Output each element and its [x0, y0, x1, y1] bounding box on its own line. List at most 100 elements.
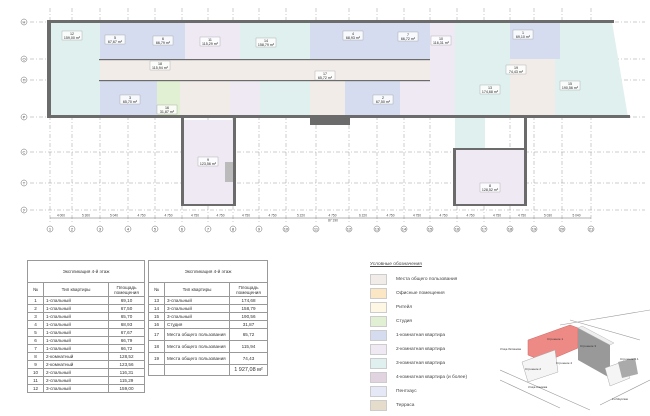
dimension-label: 5 030: [544, 214, 552, 218]
row-number: 1: [27, 296, 44, 305]
room-number: 1: [522, 31, 524, 35]
column-header: Площадь помещения: [108, 282, 145, 297]
row-number: 5: [27, 328, 44, 337]
column-axis-label: 10: [284, 226, 289, 231]
column-axis-label: 6: [181, 226, 184, 231]
column-axis-marker: [480, 225, 488, 233]
row-axis-marker: [20, 148, 28, 156]
room-tag: 468,93 m²: [342, 30, 364, 41]
apartment-type: 2-спальный: [43, 376, 109, 385]
apartment-type: 1-спальный: [43, 344, 109, 353]
legend-label: 2-комнатная квартира: [396, 346, 446, 352]
row-axis-marker: [20, 179, 28, 187]
legend-label: 3-комнатная квартира: [396, 360, 446, 366]
dimension-label: 6 220: [359, 214, 367, 218]
row-number: 7: [27, 344, 44, 353]
room-area: 31,87 m²: [160, 110, 175, 114]
column-axis-label: 11: [314, 226, 319, 231]
row-number: 11: [27, 376, 44, 385]
column-axis-label: 13: [375, 226, 380, 231]
room-tag: 169,10 m²: [512, 29, 534, 40]
room-number: 13: [488, 86, 492, 90]
legend-swatch: [370, 399, 387, 411]
apartment-type: 1-спальный: [43, 296, 109, 305]
room-area: 74,43 m²: [509, 70, 524, 74]
column-axis-label: 15: [428, 226, 433, 231]
site-label: Строение 2: [525, 367, 541, 371]
room-area: 66,79: [108, 336, 145, 345]
dimension-label: 5 040: [573, 214, 581, 218]
column-header: Площадь помещения: [229, 282, 268, 297]
room-number: 16: [165, 106, 169, 110]
table-title: Экспликация 4-й этаж: [27, 260, 145, 283]
column-axis-marker: [229, 225, 237, 233]
column-axis-marker: [453, 225, 461, 233]
dimension-label: 4 750: [467, 214, 475, 218]
column-axis-marker: [282, 225, 290, 233]
row-number: 13: [148, 296, 165, 305]
dimension-label: 4 750: [413, 214, 421, 218]
column-axis-label: 18: [508, 226, 513, 231]
legend-title: Условные обозначения: [370, 262, 422, 267]
apartment-type: Места общего пользования: [164, 328, 230, 341]
room-area: 115,29: [108, 376, 145, 385]
row-axis-marker: [20, 18, 28, 26]
apartment-type: 3-спальный: [164, 304, 230, 313]
walls: [47, 20, 630, 206]
apartment-type: Места общего пользования: [164, 340, 230, 353]
room-area: 115,94: [229, 340, 268, 353]
dimension-label: 4 750: [165, 214, 173, 218]
room-number: 14: [264, 39, 268, 43]
legend-swatch: [370, 357, 387, 369]
row-number: 12: [27, 384, 44, 393]
room-number: 17: [323, 72, 327, 76]
row-axis-label: У: [23, 207, 26, 212]
legend-item: Ритейл: [370, 300, 500, 314]
apartment-type: Места общего пользования: [164, 352, 230, 365]
dimension-label: 5 040: [110, 214, 118, 218]
legend-swatch: [370, 343, 387, 355]
street-label: Улица Алымова: [528, 385, 548, 389]
column-axis-label: 5: [154, 226, 157, 231]
row-axis-label: П: [23, 77, 26, 82]
street-label: Улица Литвинова: [500, 347, 521, 351]
room-number: 10: [439, 37, 443, 41]
room-area: 65,72 m²: [318, 76, 333, 80]
room-number: 6: [162, 37, 164, 41]
row-axis-marker: [20, 206, 28, 214]
room-area: 68,93 m²: [346, 36, 361, 40]
room-area: 65,72: [229, 328, 268, 341]
legend-swatch: [370, 371, 387, 383]
column-header: Тип квартиры: [164, 282, 230, 297]
room-area: 158,79 m²: [258, 43, 275, 47]
column-axis-marker: [426, 225, 434, 233]
apartment-type: Студия: [164, 320, 230, 329]
row-axis-label: Т: [23, 180, 26, 185]
room-area: 68,93: [108, 320, 145, 329]
room-tag: 567,67 m²: [104, 34, 126, 45]
legend-swatch: [370, 273, 387, 285]
apartment-type: 3-спальный: [43, 384, 109, 393]
row-axis-label: С: [23, 149, 26, 154]
row-axis-marker: [20, 55, 28, 63]
room-area: 67,50: [108, 304, 145, 313]
room-area: 69,10: [108, 296, 145, 305]
column-axis-label: 21: [589, 226, 594, 231]
room-number: 19: [514, 66, 518, 70]
